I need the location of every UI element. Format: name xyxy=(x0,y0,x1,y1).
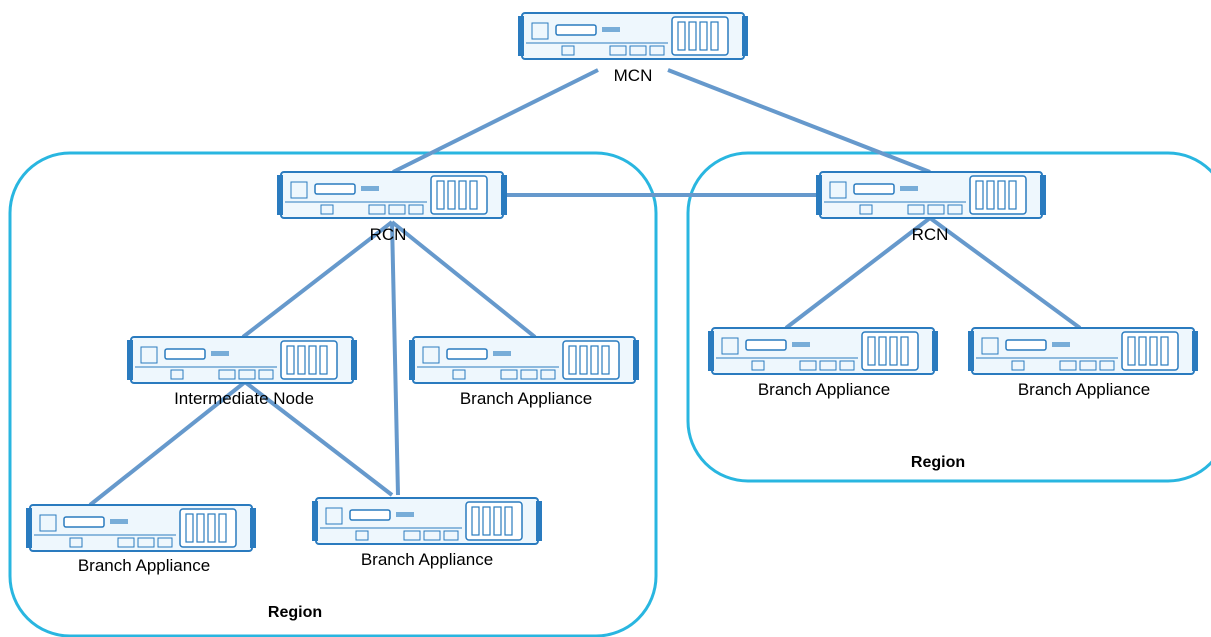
rcn-right-label: RCN xyxy=(912,225,949,244)
branch-right-2-label: Branch Appliance xyxy=(1018,380,1150,399)
link-rcn-left-branch-bottom-2 xyxy=(390,221,400,496)
branch-bottom-1-label: Branch Appliance xyxy=(78,556,210,575)
region-left-boundary xyxy=(8,151,658,637)
branch-right-1-label: Branch Appliance xyxy=(758,380,890,399)
link-rcn-left-intermediate xyxy=(241,220,394,339)
branch-right-1-appliance-icon xyxy=(707,327,939,375)
rcn-left-appliance-icon xyxy=(276,171,508,219)
mcn-label: MCN xyxy=(614,66,653,85)
intermediate-appliance-icon xyxy=(126,336,358,384)
branch-left-mid-appliance-icon xyxy=(408,336,640,384)
link-mcn-rcn-right xyxy=(667,68,931,174)
rcn-left-label: RCN xyxy=(370,225,407,244)
link-rcn-left-branch-mid xyxy=(390,220,537,339)
link-mcn-rcn-left xyxy=(392,68,599,174)
mcn-appliance-icon xyxy=(517,12,749,60)
region-right-label: Region xyxy=(911,454,965,471)
rcn-right-appliance-icon xyxy=(815,171,1047,219)
branch-left-mid-label: Branch Appliance xyxy=(460,389,592,408)
branch-bottom-2-appliance-icon xyxy=(311,497,543,545)
link-rcn-right-branch-2 xyxy=(928,216,1082,330)
branch-right-2-appliance-icon xyxy=(967,327,1199,375)
branch-bottom-2-label: Branch Appliance xyxy=(361,550,493,569)
link-rcn-right-branch-1 xyxy=(784,216,932,330)
branch-bottom-1-appliance-icon xyxy=(25,504,257,552)
link-intermediate-branch-bottom-1 xyxy=(88,380,247,507)
region-right-boundary xyxy=(686,151,1211,483)
region-left-label: Region xyxy=(268,604,322,621)
link-intermediate-branch-bottom-2 xyxy=(243,380,394,497)
intermediate-node-label: Intermediate Node xyxy=(174,389,314,408)
